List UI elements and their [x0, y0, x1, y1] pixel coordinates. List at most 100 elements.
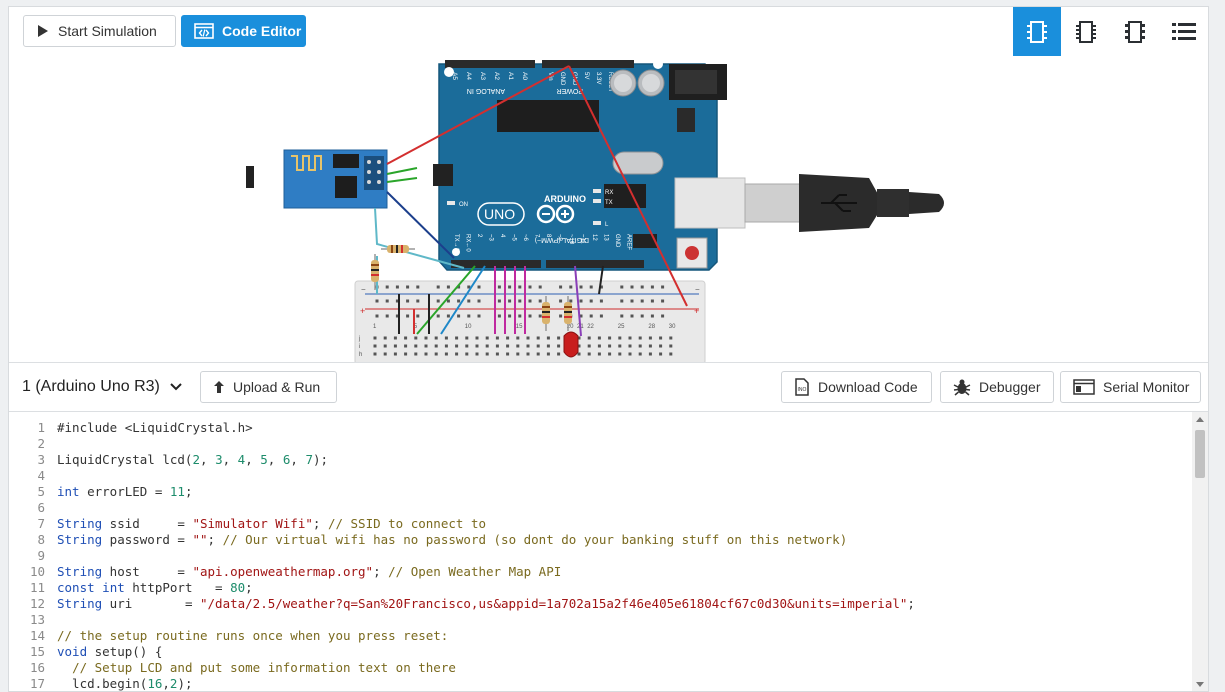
digital-pin-label: 7 — [534, 234, 540, 238]
device-selector[interactable]: 1 (Arduino Uno R3) — [22, 371, 182, 403]
breadboard-hole — [495, 336, 499, 340]
breadboard-hole — [385, 285, 389, 289]
download-code-label: Download Code — [818, 379, 918, 395]
code-line[interactable]: String host = "api.openweathermap.org"; … — [57, 564, 562, 579]
resistor[interactable] — [542, 296, 550, 331]
code-line[interactable]: #include <LiquidCrystal.h> — [57, 420, 253, 435]
line-number: 3 — [37, 452, 45, 467]
red-led[interactable] — [563, 331, 579, 358]
component-list-button[interactable] — [1160, 7, 1208, 56]
breadboard-hole — [516, 336, 520, 340]
breadboard-hole — [406, 314, 410, 318]
line-number: 7 — [37, 516, 45, 531]
breadboard-hole — [477, 285, 481, 289]
line-number: 11 — [29, 580, 45, 595]
breadboard-hole — [385, 314, 389, 318]
pcb-view-button[interactable] — [1111, 7, 1159, 56]
code-line[interactable]: const int httpPort = 80; — [57, 580, 253, 595]
scrollbar-thumb[interactable] — [1195, 430, 1205, 478]
device-selector-label: 1 (Arduino Uno R3) — [22, 378, 160, 395]
esp8266-wifi-module[interactable] — [246, 149, 388, 209]
code-line[interactable]: // the setup routine runs once when you … — [57, 628, 449, 643]
code-content[interactable]: #include <LiquidCrystal.h> LiquidCrystal… — [57, 420, 915, 691]
code-line[interactable]: void setup() { — [57, 644, 163, 659]
debugger-button[interactable]: Debugger — [940, 371, 1054, 403]
breadboard-hole — [538, 285, 542, 289]
resistor[interactable] — [564, 296, 572, 331]
breadboard-hole — [475, 344, 479, 348]
breadboard-hole — [546, 344, 550, 348]
power-pin-label: 5V — [583, 72, 589, 79]
svg-text:−: − — [361, 285, 366, 294]
scroll-up-arrow-icon[interactable] — [1196, 417, 1204, 422]
analog-pin-label: A3 — [479, 72, 486, 80]
breadboard-hole — [557, 344, 561, 348]
serial-monitor-button[interactable]: Serial Monitor — [1060, 371, 1201, 403]
code-line[interactable]: // Setup LCD and put some information te… — [72, 660, 456, 675]
breadboard-hole — [587, 344, 591, 348]
code-editor-label: Code Editor — [222, 23, 302, 39]
code-line[interactable]: lcd.begin(16,2); — [57, 676, 193, 691]
breadboard-hole — [661, 314, 665, 318]
breadboard-column-number: 5 — [414, 324, 418, 330]
breadboard-hole — [648, 336, 652, 340]
code-line[interactable] — [57, 436, 915, 452]
upload-run-label: Upload & Run — [233, 379, 321, 395]
code-line[interactable]: String uri = "/data/2.5/weather?q=San%20… — [57, 596, 915, 611]
breadboard-hole — [640, 314, 644, 318]
start-simulation-button[interactable]: Start Simulation — [23, 15, 176, 47]
download-code-button[interactable]: INO Download Code — [781, 371, 932, 403]
breadboard-hole — [375, 299, 379, 303]
code-line[interactable]: String password = ""; // Our virtual wif… — [57, 532, 848, 547]
breadboard-hole — [416, 299, 420, 303]
breadboard-hole — [506, 344, 510, 348]
start-simulation-label: Start Simulation — [58, 23, 157, 39]
code-line[interactable]: String ssid = "Simulator Wifi"; // SSID … — [57, 516, 486, 531]
line-number: 17 — [29, 676, 45, 691]
schematic-view-button[interactable] — [1062, 7, 1110, 56]
code-editor-button[interactable]: Code Editor — [181, 15, 306, 47]
line-number: 6 — [37, 500, 45, 515]
schematic-view-icon — [1076, 20, 1096, 43]
code-line[interactable] — [57, 548, 915, 564]
digital-pin-label: ~9 — [557, 234, 563, 242]
breadboard-hole — [608, 352, 612, 356]
code-line[interactable]: int errorLED = 11; — [57, 484, 193, 499]
breadboard-hole — [516, 344, 520, 348]
breadboard-hole — [589, 285, 593, 289]
vertical-scrollbar[interactable] — [1192, 412, 1208, 691]
breadboard-hole — [477, 314, 481, 318]
code-line[interactable] — [57, 468, 915, 484]
breadboard-hole — [618, 344, 622, 348]
arduino-model: UNO — [484, 206, 515, 222]
code-line[interactable] — [57, 500, 915, 516]
scroll-down-arrow-icon[interactable] — [1196, 682, 1204, 687]
upload-run-button[interactable]: Upload & Run — [200, 371, 337, 403]
breadboard-row-letter: j — [358, 336, 360, 342]
code-line[interactable] — [57, 612, 915, 628]
code-line[interactable]: LiquidCrystal lcd(2, 3, 4, 5, 6, 7); — [57, 452, 329, 467]
breadboard-hole — [599, 314, 603, 318]
breadboard-hole — [485, 352, 489, 356]
power-label: POWER — [557, 87, 583, 94]
digital-pin-label: 4 — [499, 234, 505, 238]
breadboard-hole — [648, 352, 652, 356]
breadboard-hole — [559, 299, 563, 303]
resistor[interactable] — [381, 245, 415, 253]
breadboard-hole — [640, 299, 644, 303]
usb-cable — [674, 174, 944, 232]
breadboard-hole — [395, 299, 399, 303]
component-view-button[interactable] — [1013, 7, 1061, 56]
breadboard-hole — [375, 314, 379, 318]
resistor[interactable] — [371, 254, 379, 290]
line-number: 5 — [37, 484, 45, 499]
usb-symbol-icon — [821, 194, 857, 212]
